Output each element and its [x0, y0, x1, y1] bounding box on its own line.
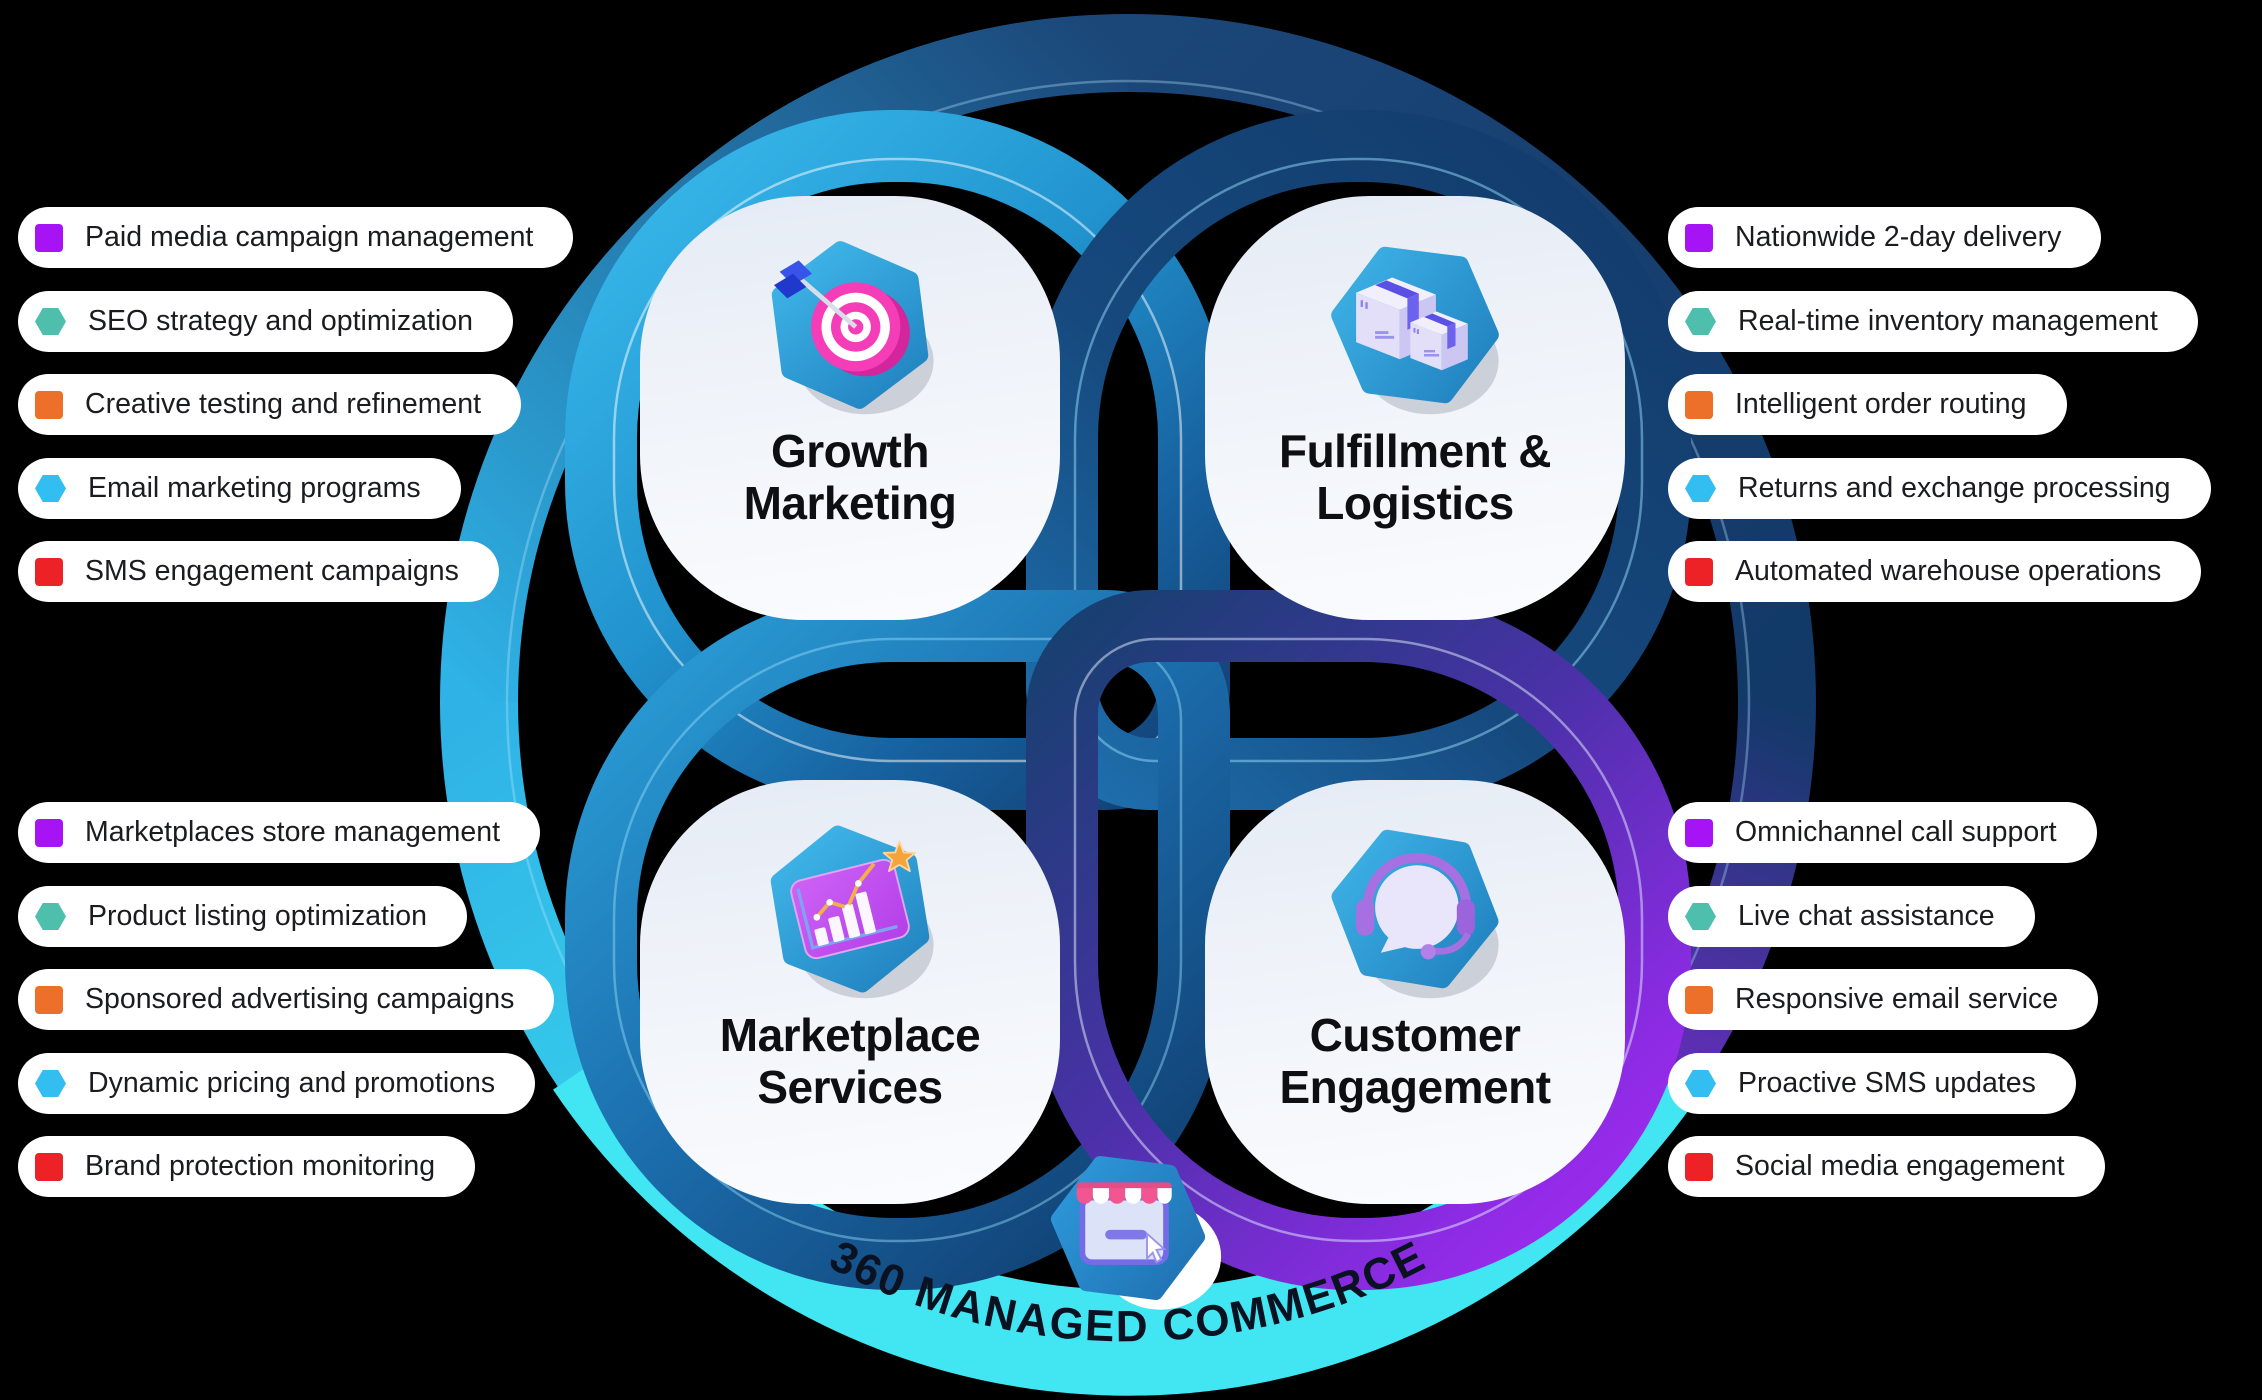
feature-pill: Email marketing programs: [18, 458, 461, 519]
feature-pill: Intelligent order routing: [1668, 374, 2067, 435]
feature-label: Omnichannel call support: [1735, 816, 2057, 848]
feature-label: Sponsored advertising campaigns: [85, 983, 515, 1015]
square-bullet-icon: [35, 557, 63, 586]
feature-label: Nationwide 2-day delivery: [1735, 221, 2062, 253]
feature-pill: Proactive SMS updates: [1668, 1053, 2076, 1114]
feature-pill: Automated warehouse operations: [1668, 541, 2202, 602]
feature-label: Responsive email service: [1735, 983, 2059, 1015]
feature-pill: Product listing optimization: [18, 886, 467, 947]
feature-pill: Marketplaces store management: [18, 802, 541, 863]
quadrant-card-fulfillment-logistics: Fulfillment & Logistics: [1205, 196, 1625, 620]
feature-pill: Responsive email service: [1668, 969, 2099, 1030]
feature-pill: Dynamic pricing and promotions: [18, 1053, 536, 1114]
feature-label: SEO strategy and optimization: [88, 305, 473, 337]
quadrant-title: Marketplace Services: [719, 1009, 981, 1113]
feature-label: Paid media campaign management: [85, 221, 534, 253]
quadrant-card-growth-marketing: Growth Marketing: [640, 196, 1060, 620]
quadrant-title: Growth Marketing: [743, 425, 957, 529]
feature-pill: Nationwide 2-day delivery: [1668, 207, 2102, 268]
hexagon-bullet-icon: [35, 475, 66, 502]
square-bullet-icon: [1685, 557, 1713, 586]
feature-pill: Returns and exchange processing: [1668, 458, 2211, 519]
hexagon-bullet-icon: [1685, 475, 1716, 502]
square-bullet-icon: [35, 390, 63, 419]
loop-marketplace-inner-line: [612, 637, 1183, 1243]
hexagon-bullet-icon: [1685, 308, 1716, 335]
feature-pill: Sponsored advertising campaigns: [18, 969, 555, 1030]
feature-label: Live chat assistance: [1738, 900, 1995, 932]
feature-label: Proactive SMS updates: [1738, 1067, 2036, 1099]
feature-label: SMS engagement campaigns: [85, 555, 459, 587]
target-arrow-icon: [771, 241, 934, 415]
headset-chat-icon: [1331, 829, 1499, 999]
hexagon-bullet-icon: [35, 308, 66, 335]
square-bullet-icon: [35, 985, 63, 1014]
square-bullet-icon: [35, 818, 63, 847]
square-bullet-icon: [1685, 223, 1713, 252]
square-bullet-icon: [1685, 390, 1713, 419]
feature-label: Email marketing programs: [88, 472, 421, 504]
quadrant-card-customer-engagement: Customer Engagement: [1205, 780, 1625, 1204]
hexagon-bullet-icon: [1685, 1070, 1716, 1097]
square-bullet-icon: [1685, 1152, 1713, 1181]
feature-pill: SEO strategy and optimization: [18, 291, 513, 352]
feature-pill: Real-time inventory management: [1668, 291, 2198, 352]
feature-pill: Paid media campaign management: [18, 207, 574, 268]
feature-label: Dynamic pricing and promotions: [88, 1067, 496, 1099]
feature-pill: SMS engagement campaigns: [18, 541, 499, 602]
hexagon-bullet-icon: [35, 903, 66, 930]
feature-label: Intelligent order routing: [1735, 388, 2027, 420]
feature-pill: Creative testing and refinement: [18, 374, 522, 435]
shipping-boxes-icon: [1331, 246, 1499, 415]
feature-label: Product listing optimization: [88, 900, 427, 932]
quadrant-title: Customer Engagement: [1279, 1009, 1551, 1113]
feature-pill: Brand protection monitoring: [18, 1136, 476, 1197]
loop-customer-engagement: [1026, 590, 1691, 1290]
quadrant-card-marketplace-services: Marketplace Services: [640, 780, 1060, 1204]
feature-label: Creative testing and refinement: [85, 388, 482, 420]
hexagon-bullet-icon: [1685, 903, 1716, 930]
growth-chart-icon: [770, 825, 934, 999]
quadrant-title: Fulfillment & Logistics: [1278, 425, 1552, 529]
feature-label: Brand protection monitoring: [85, 1150, 436, 1182]
storefront-cursor-icon: [1050, 1156, 1222, 1310]
feature-pill: Live chat assistance: [1668, 886, 2035, 947]
square-bullet-icon: [35, 1152, 63, 1181]
feature-pill: Omnichannel call support: [1668, 802, 2097, 863]
feature-label: Marketplaces store management: [85, 816, 501, 848]
square-bullet-icon: [1685, 818, 1713, 847]
square-bullet-icon: [1685, 985, 1713, 1014]
feature-label: Social media engagement: [1735, 1150, 2065, 1182]
square-bullet-icon: [35, 223, 63, 252]
feature-pill: Social media engagement: [1668, 1136, 2105, 1197]
feature-label: Automated warehouse operations: [1735, 555, 2162, 587]
loop-customer-inner-line: [1073, 637, 1644, 1243]
loop-marketplace-services: [565, 590, 1230, 1290]
hexagon-bullet-icon: [35, 1070, 66, 1097]
feature-label: Real-time inventory management: [1738, 305, 2158, 337]
feature-label: Returns and exchange processing: [1738, 472, 2171, 504]
